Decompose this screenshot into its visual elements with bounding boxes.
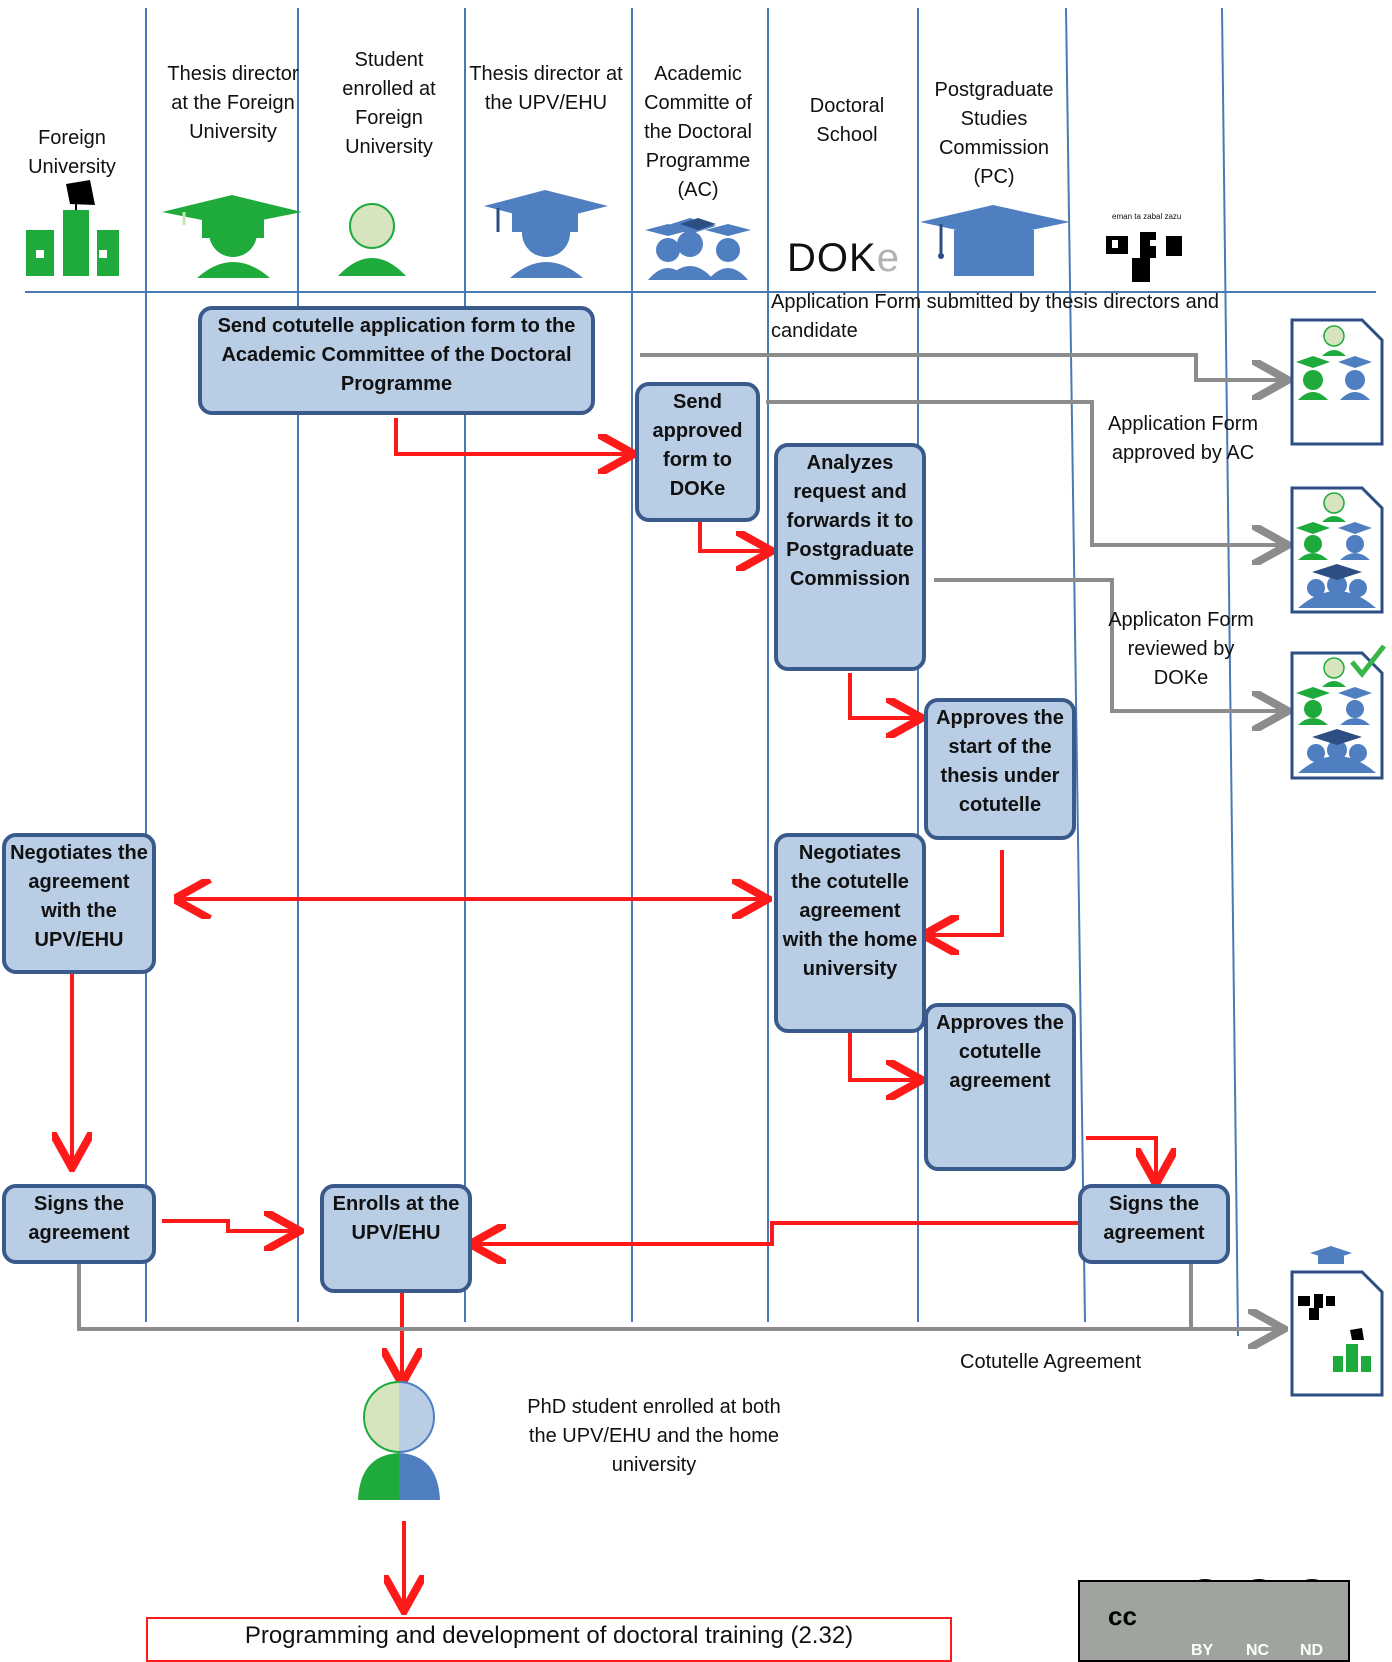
step-analyzes: Analyzes request and forwards it to Post… (774, 443, 926, 671)
license-nc-label: NC (1246, 1642, 1270, 1659)
lane-title-student-foreign: Student enrolled at Foreign University (342, 49, 436, 158)
step-approves-agreement: Approves the cotutelle agreement (924, 1003, 1076, 1171)
step-signs-foreign: Signs the agreement (2, 1184, 156, 1264)
lane-title-postgraduate-commission: Postgraduate Studies Commission (PC) (934, 79, 1054, 188)
ehu-logo-text: eman ta zabal zazu (1112, 212, 1182, 221)
note-form-submitted: Application Form submitted by thesis dir… (771, 291, 1219, 342)
final-training-box: Programming and development of doctoral … (146, 1617, 952, 1662)
graduate-green-icon (162, 195, 302, 278)
foreign-university-icon (26, 180, 119, 276)
document-reviewed-icon (1290, 651, 1384, 780)
step-approves-start: Approves the start of the thesis under c… (924, 698, 1076, 840)
upv-ehu-logo-icon (1106, 232, 1182, 282)
license-by-label: BY (1191, 1642, 1214, 1659)
step-signs-upv: Signs the agreement (1078, 1184, 1230, 1264)
arrow-sign-upv-to-enroll (474, 1221, 1078, 1244)
note-form-approved-ac: Application Form approved by AC (1107, 413, 1259, 464)
cc-license-badge (1078, 1580, 1350, 1662)
doc-arrow-reviewed (934, 578, 1284, 711)
lane-title-academic-committee: Academic Committe of the Doctoral Progra… (644, 63, 752, 201)
doc-arrow-agreement (77, 1264, 1280, 1329)
lane-title-foreign-university: Foreign University (28, 127, 116, 178)
enrolled-student-icon (358, 1381, 440, 1500)
arrow-send-to-ac (394, 418, 630, 454)
postgraduate-commission-icon (920, 205, 1070, 276)
note-cotutelle-agreement: Cotutelle Agreement (960, 1351, 1142, 1373)
lane-title-doctoral-school: Doctoral School (809, 95, 885, 146)
doke-logo-accent: e (876, 236, 900, 280)
lane-title-thesis-director-foreign: Thesis director at the Foreign Universit… (167, 63, 299, 143)
doc-arrow-submitted (640, 353, 1284, 380)
license-nd-label: ND (1300, 1642, 1324, 1659)
document-submitted-icon (1290, 318, 1384, 446)
lane-separator (1221, 7, 1239, 1337)
document-approved-icon (1290, 486, 1384, 614)
lane-separator (1065, 7, 1086, 1323)
arrow-approve-to-sign-upv (1086, 1136, 1156, 1180)
step-send-form: Send cotutelle application form to the A… (198, 306, 595, 415)
doc-arrow-approved (766, 400, 1284, 545)
doke-logo: DOKe (787, 236, 900, 281)
arrow-doke-to-pc (848, 673, 918, 718)
flow-arrows (72, 418, 1156, 1607)
committee-icon (645, 218, 751, 280)
arrow-ac-to-doke (698, 522, 768, 551)
document-arrows (77, 353, 1284, 1329)
note-form-reviewed: Applicaton Form reviewed by DOKe (1108, 609, 1254, 689)
arrow-home-to-approve (848, 1033, 918, 1080)
student-icon (338, 203, 406, 276)
doke-logo-main: DOK (787, 236, 877, 280)
note-phd-enrolled: PhD student enrolled at both the UPV/EHU… (527, 1396, 781, 1476)
arrow-sign-foreign-to-enroll (162, 1221, 296, 1231)
document-agreement-icon (1290, 1246, 1384, 1397)
step-negotiates-foreign: Negotiates the agreement with the UPV/EH… (2, 833, 156, 974)
step-send-approved: Send approved form to DOKe (635, 382, 760, 522)
cc-text: cc (1108, 1601, 1137, 1631)
lane-title-thesis-director-upv: Thesis director at the UPV/EHU (469, 63, 623, 114)
graduate-blue-icon (484, 190, 608, 278)
arrow-pc-to-negotiation (927, 850, 1004, 935)
step-negotiates-home: Negotiates the cotutelle agreement with … (774, 833, 926, 1033)
checkmark-icon (1350, 644, 1386, 678)
step-enrolls: Enrolls at the UPV/EHU (320, 1184, 472, 1293)
